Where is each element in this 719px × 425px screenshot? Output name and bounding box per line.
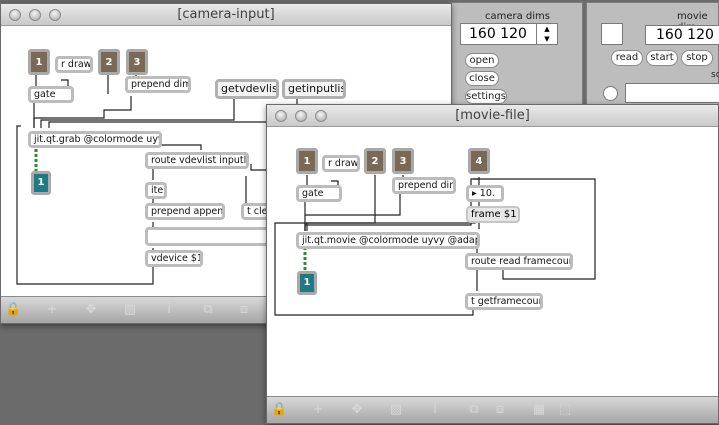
snap-icon[interactable]: ⬚ [558,402,572,417]
close-window-button[interactable] [275,110,287,122]
presentation-icon[interactable]: ▧ [389,402,403,417]
frame-message[interactable]: frame $1 [466,206,520,223]
t-clear-object[interactable]: t clea [241,203,269,220]
inlet-3[interactable]: 3 [126,49,148,75]
float-number-value: 10. [479,188,495,199]
float-number-box[interactable]: ▸ 10. [466,185,504,202]
lock-icon[interactable]: 🔒 [5,302,22,317]
info-icon[interactable]: i [433,402,437,417]
r-draw-object[interactable]: r draw [55,56,93,73]
stop-button[interactable]: stop [681,50,713,66]
movie-file-title: [movie-file] [455,108,530,123]
iter-object[interactable]: iter [145,182,167,199]
move-icon[interactable]: ✥ [85,302,97,317]
movie-file-window: [movie-file] 1 2 3 4 r draw gate prepend… [266,104,719,424]
subpatch-icon[interactable]: ⧉ [469,402,479,417]
camera-input-title: [camera-input] [177,7,275,22]
movie-playback-radio[interactable] [603,86,618,101]
jit-qt-movie-object[interactable]: jit.qt.movie @colormode uyvy @adapt 0 [296,232,480,249]
move-icon[interactable]: ✥ [351,402,363,417]
t-getframecount-object[interactable]: t getframecount [465,293,543,310]
movie-dims-number[interactable]: 160 120 [645,25,719,45]
layers-icon[interactable]: ⧈ [239,302,249,317]
camera-input-titlebar[interactable]: [camera-input] [1,4,451,26]
layers-icon[interactable]: ⧈ [495,402,505,417]
getinputlist-message[interactable]: getinputlist [282,79,346,99]
route-object[interactable]: route vdevlist inputlist [145,152,249,169]
movie-scrub-slider[interactable] [625,83,719,103]
outlet-1[interactable]: 1 [31,171,51,195]
presentation-icon[interactable]: ▧ [123,302,137,317]
gate-object[interactable]: gate [28,86,74,103]
jit-qt-grab-object[interactable]: jit.qt.grab @colormode uyvy [28,131,162,148]
prepend-dim-object[interactable]: prepend dim [125,76,191,93]
close-button[interactable]: close [465,71,499,86]
close-window-button[interactable] [9,9,21,21]
inlet-2[interactable]: 2 [364,148,386,174]
movie-file-titlebar[interactable]: [movie-file] [267,105,718,127]
gate-object[interactable]: gate [296,185,342,202]
prepend-append-object[interactable]: prepend append [145,203,225,220]
subpatch-icon[interactable]: ⧉ [203,302,213,317]
vdevice-message[interactable]: vdevice $1 [145,250,203,267]
outlet-1[interactable]: 1 [297,271,317,295]
start-button[interactable]: start [646,50,678,66]
movie-dims-panel: movie dim 160 120 read start stop sc [586,2,719,112]
movie-dims-value: 160 120 [656,27,714,43]
getvdevlist-message[interactable]: getvdevlist [215,79,279,99]
read-button[interactable]: read [611,50,643,66]
inlet-4[interactable]: 4 [468,148,490,174]
minimize-window-button[interactable] [29,9,41,21]
inlet-1[interactable]: 1 [296,148,318,174]
minimize-window-button[interactable] [295,110,307,122]
menu-object[interactable] [145,227,269,246]
settings-button[interactable]: settings [465,89,507,104]
zoom-window-button[interactable] [315,110,327,122]
camera-dims-stepper[interactable]: ▲▼ [536,23,558,45]
camera-dims-value: 160 120 [469,26,527,42]
route-object[interactable]: route read framecount [465,253,573,270]
plus-icon[interactable]: + [312,402,324,417]
inlet-2[interactable]: 2 [98,49,120,75]
lock-icon[interactable]: 🔒 [271,402,288,417]
camera-dims-number[interactable]: 160 120 [460,23,558,45]
r-draw-object[interactable]: r draw [322,155,360,172]
camera-dims-label: camera dims [484,11,550,22]
info-icon[interactable]: i [167,302,171,317]
inlet-1[interactable]: 1 [28,49,50,75]
grid-icon[interactable]: ▦ [532,402,546,417]
zoom-window-button[interactable] [49,9,61,21]
movie-dims-toggle[interactable] [601,23,623,45]
inlet-3[interactable]: 3 [392,148,414,174]
movie-toolbar: 🔒 + ✥ ▧ i ⧉ ⧈ ▦ ⬚ [267,396,718,423]
prepend-dim-object[interactable]: prepend dim [392,177,456,194]
camera-dims-panel: camera dims 160 120 ▲▼ open close settin… [450,2,583,112]
movie-dims-cut-label: sc [711,70,719,80]
plus-icon[interactable]: + [46,302,58,317]
open-button[interactable]: open [465,53,499,68]
